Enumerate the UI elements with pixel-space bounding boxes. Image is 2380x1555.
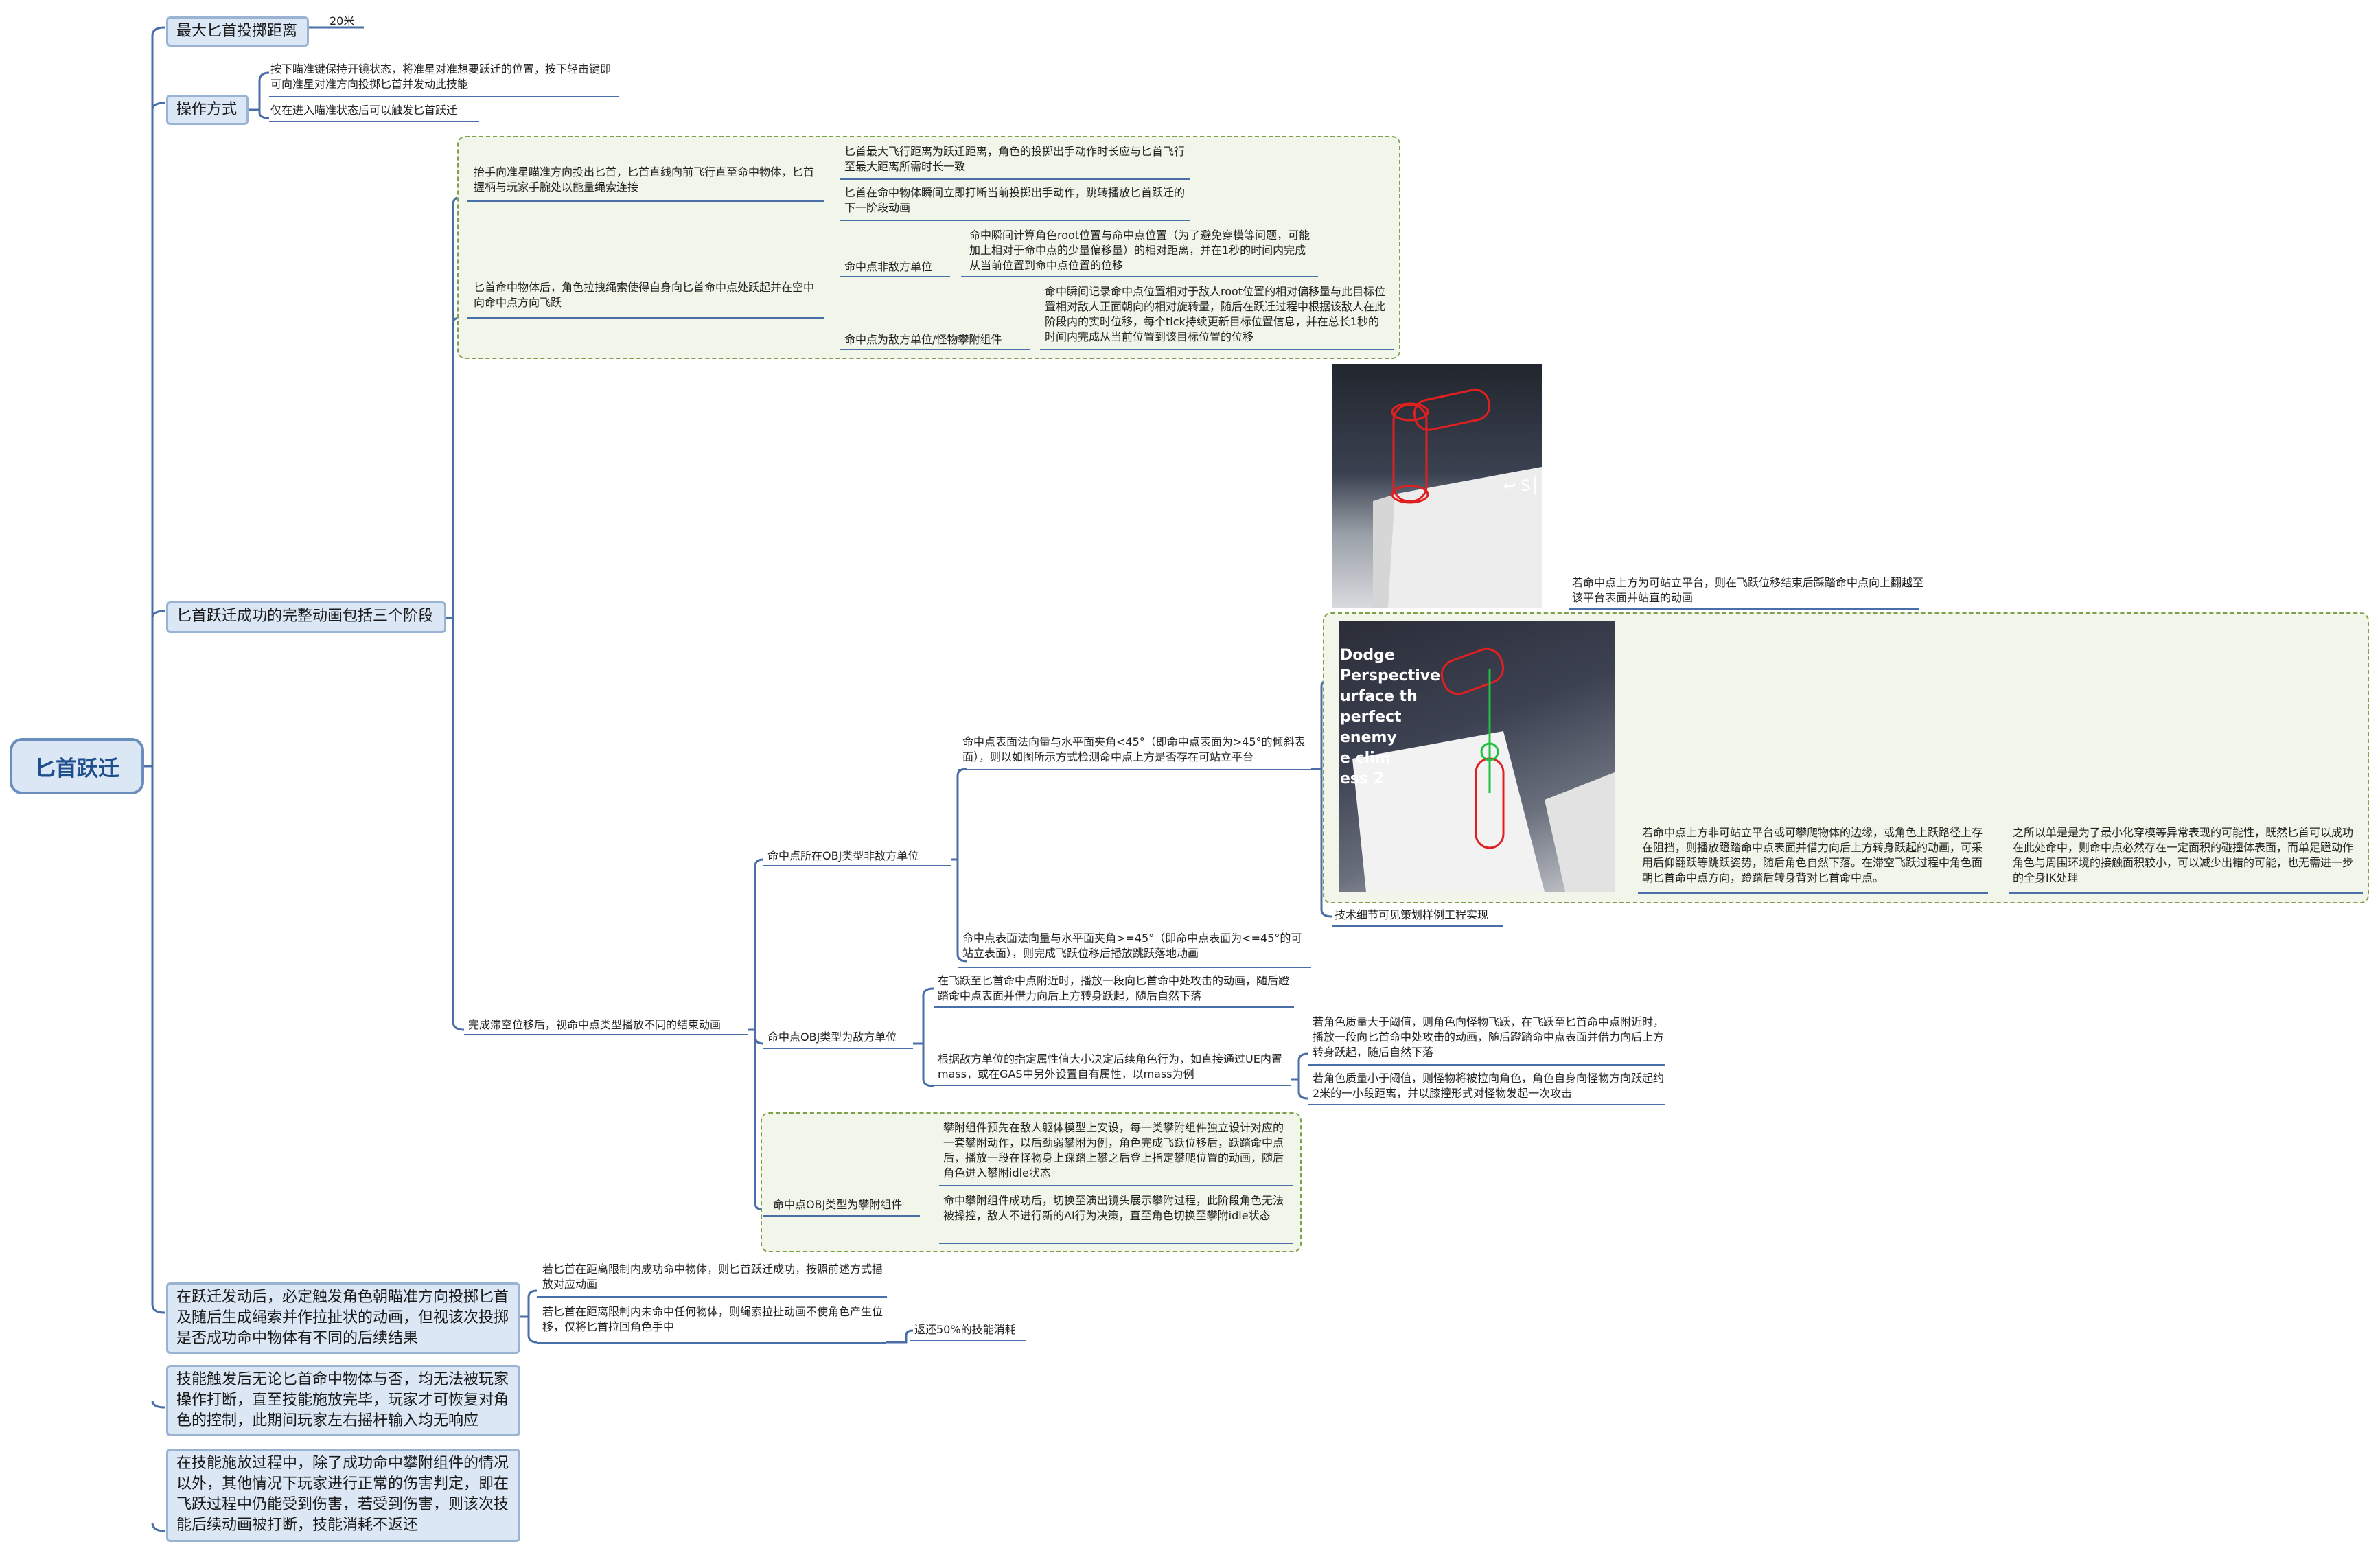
obj-enemy-label: 命中点OBJ类型为敌方单位 <box>767 1030 897 1044</box>
lt45-label: 命中点表面法向量与水平面夹角<45°（即命中点表面为>45°的倾斜表面），则以如… <box>962 735 1306 763</box>
reason-desc: 之所以单是是为了最小化穿模等异常表现的可能性，既然匕首可以成功在此处命中，则命中… <box>2013 826 2354 884</box>
ge45-label: 命中点表面法向量与水平面夹角>=45°（即命中点表面为<=45°的可站立表面），… <box>962 932 1302 960</box>
branch-launch[interactable]: 在跃迁发动后，必定触发角色朝瞄准方向投掷匕首及随后生成绳索并作拉扯状的动画，但视… <box>166 1282 520 1354</box>
underline <box>467 317 824 319</box>
branch-damage[interactable]: 在技能施放过程中，除了成功命中攀附组件的情况以外，其他情况下玩家进行正常的伤害判… <box>166 1449 520 1542</box>
obj-climb-label: 命中点OBJ类型为攀附组件 <box>773 1198 903 1211</box>
branch-max-distance[interactable]: 最大匕首投掷距离 <box>166 16 309 47</box>
underline <box>269 96 619 97</box>
not-standable-desc: 若命中点上方非可站立平台或可攀爬物体的边缘，或角色上跃路径上存在阻挡，则播放蹬踏… <box>1642 826 1983 884</box>
underline <box>939 1185 1293 1186</box>
group-climb <box>761 1112 1302 1252</box>
underline <box>840 178 1190 180</box>
underline <box>840 220 1190 221</box>
controls-item-2: 仅在进入瞄准状态后可以触发匕首跃迁 <box>270 104 458 117</box>
underline <box>537 1342 886 1344</box>
enemy-light: 若角色质量小于阈值，则怪物将被拉向角色，角色自身向怪物方向跃起约2米的一小段距离… <box>1313 1072 1665 1100</box>
svg-text:Dodge Perspective: Dodge Perspective urface th perfect enem… <box>1340 647 1446 787</box>
launch-miss: 若匕首在距离限制内未命中任何物体，则绳索拉扯动画不使角色产生位移，仅将匕首拉回角… <box>542 1305 883 1333</box>
enemy-item-1: 在飞跃至匕首命中点附近时，播放一段向匕首命中处攻击的动画，随后蹬踏命中点表面并借… <box>938 974 1290 1002</box>
enemy-label: 命中点为敌方单位/怪物攀附组件 <box>844 333 1002 346</box>
stage2-label: 匕首命中物体后，角色拉拽绳索使得自身向匕首命中点处跃起并在空中向命中点方向飞跃 <box>474 281 815 309</box>
branch-uninterruptible[interactable]: 技能触发后无论匕首命中物体与否，均无法被玩家操作打断，直至技能施放完毕，玩家才可… <box>166 1365 520 1436</box>
screenshot-platform-detect: ↩ S│ <box>1332 364 1542 608</box>
underline <box>763 1048 913 1049</box>
non-enemy-label: 命中点非敌方单位 <box>844 260 933 273</box>
underline <box>934 1006 1294 1008</box>
tech-note: 技术细节可见策划样例工程实现 <box>1335 908 1489 921</box>
underline <box>537 1296 887 1298</box>
stage3-label: 完成滞空位移后，视命中点类型播放不同的结束动画 <box>468 1018 721 1031</box>
svg-text:↩ S│: ↩ S│ <box>1503 476 1540 495</box>
underline <box>763 865 951 866</box>
stage1-item-1: 匕首最大飞行距离为跃迁距离，角色的投掷出手动作时长应与匕首飞行至最大距离所需时长… <box>844 145 1186 173</box>
climb-item-2: 命中攀附组件成功后，切换至演出镜头展示攀附过程，此阶段角色无法被操控，敌人不进行… <box>943 1194 1284 1222</box>
controls-item-1: 按下瞄准键保持开镜状态，将准星对准想要跃迁的位置，按下轻击键即可向准星对准方向投… <box>270 62 612 91</box>
underline <box>958 967 1311 968</box>
underline <box>269 121 479 122</box>
obj-non-enemy-label: 命中点所在OBJ类型非敌方单位 <box>767 849 919 862</box>
enemy-item-2: 根据敌方单位的指定属性值大小决定后续角色行为，如直接通过UE内置mass，或在G… <box>938 1052 1282 1081</box>
underline <box>958 769 1311 770</box>
underline <box>1569 608 1919 610</box>
launch-hit: 若匕首在距离限制内成功命中物体，则匕首跃迁成功，按照前述方式播放对应动画 <box>542 1263 883 1291</box>
underline <box>840 276 950 277</box>
branch-stages[interactable]: 匕首跃迁成功的完整动画包括三个阶段 <box>166 601 446 633</box>
underline <box>939 1243 1293 1244</box>
underline <box>1308 1064 1665 1066</box>
group-stage1-2 <box>457 136 1400 359</box>
underline <box>1332 925 1503 927</box>
launch-refund: 返还50%的技能消耗 <box>914 1323 1016 1336</box>
stage1-item-2: 匕首在命中物体瞬间立即打断当前投掷出手动作，跳转播放匕首跃迁的下一阶段动画 <box>844 186 1186 214</box>
underline <box>910 1340 1026 1341</box>
underline <box>1638 892 1988 894</box>
character-capsule-icon: ↩ S│ <box>1373 389 1542 608</box>
underline <box>2009 892 2363 894</box>
screenshot-wall-kick: Dodge Perspective urface th perfect enem… <box>1339 621 1615 892</box>
underline <box>464 1034 748 1035</box>
root-topic[interactable]: 匕首跃迁 <box>10 738 144 794</box>
stage1-label: 抬手向准星瞄准方向投出匕首，匕首直线向前飞行直至命中物体，匕首握柄与玩家手腕处以… <box>474 165 815 194</box>
character-pose-icon: Dodge Perspective urface th perfect enem… <box>1340 647 1615 892</box>
enemy-heavy: 若角色质量大于阈值，则角色向怪物飞跃，在飞跃至匕首命中点附近时，播放一段向匕首命… <box>1313 1015 1665 1059</box>
underline <box>763 1215 920 1217</box>
non-enemy-desc: 命中瞬间计算角色root位置与命中点位置（为了避免穿模等问题，可能加上相对于命中… <box>969 229 1310 272</box>
underline <box>1308 1104 1665 1105</box>
underline <box>1040 349 1394 350</box>
max-distance-value: 20米 <box>330 14 355 27</box>
underline <box>467 200 824 202</box>
standable-desc: 若命中点上方为可站立平台，则在飞跃位移结束后踩踏命中点向上翻越至该平台表面并站直… <box>1572 576 1924 604</box>
climb-item-1: 攀附组件预先在敌人躯体模型上安设，每一类攀附组件独立设计对应的一套攀附动作，以后… <box>943 1121 1284 1179</box>
underline <box>934 1085 1291 1086</box>
enemy-desc: 命中瞬间记录命中点位置相对于敌人root位置的相对偏移量与此目标位置相对敌人正面… <box>1045 285 1386 343</box>
underline <box>961 276 1318 277</box>
underline <box>840 349 1030 350</box>
branch-controls[interactable]: 操作方式 <box>166 95 249 125</box>
